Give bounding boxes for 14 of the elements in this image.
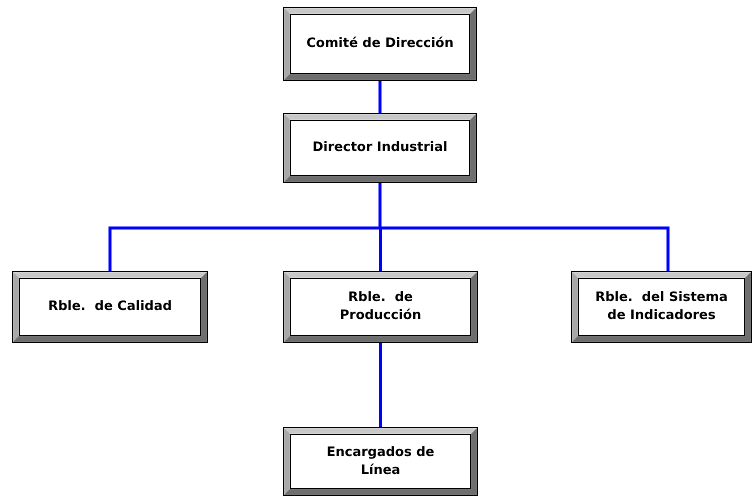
org-box (284, 8, 476, 80)
role-label: Director Industrial (312, 139, 448, 157)
role-label: Rble. de Calidad (48, 298, 172, 316)
role-label: Rble. del Sistema de Indicadores (594, 289, 729, 325)
org-box (284, 114, 476, 182)
connector-line (379, 342, 382, 428)
org-box (572, 272, 751, 342)
role-label: Comité de Dirección (306, 35, 454, 53)
connector-line (378, 80, 382, 114)
org-box (284, 428, 477, 495)
role-label: Rble. de Producción (338, 289, 422, 325)
org-box (13, 272, 207, 342)
role-label: Encargados de Línea (326, 444, 436, 480)
org-box (284, 272, 477, 342)
